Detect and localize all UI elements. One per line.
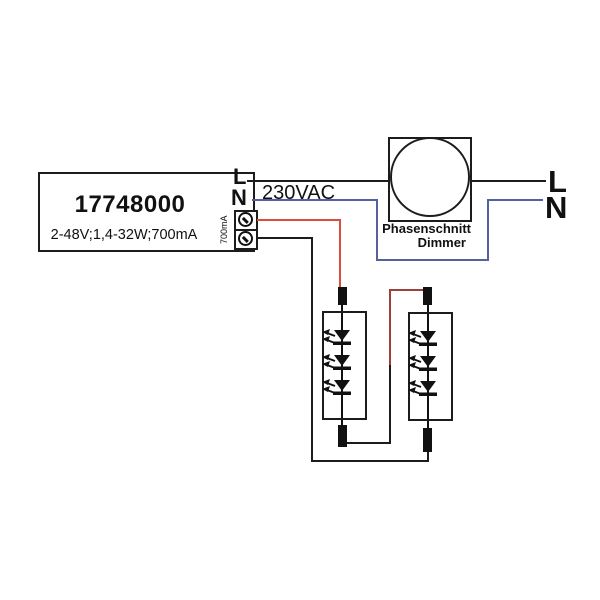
led-icon [408, 355, 437, 371]
driver-output-current-label: 700mA [219, 215, 229, 245]
wire-secondary-plus-v [339, 219, 341, 287]
connector-pin [423, 287, 432, 305]
led-module-2-box [408, 312, 453, 421]
wire-neutral-segment-5 [487, 199, 543, 201]
driver-specs-text: 2-48V;1,4-32W;700mA [50, 227, 198, 243]
screw-terminal-minus-icon [238, 231, 253, 246]
led-icon [322, 379, 351, 395]
driver-terminal-n-label: N [231, 185, 247, 210]
wire-secondary-minus-h1 [257, 237, 313, 239]
connector-pin [338, 287, 347, 305]
wire-neutral-segment-2 [376, 199, 378, 261]
terminal-divider [236, 229, 256, 231]
mains-l-label: L [548, 164, 567, 199]
dimmer-knob-icon [390, 137, 470, 217]
wire-live-driver-to-dimmer [247, 180, 389, 182]
wire-neutral-segment-3 [376, 259, 489, 261]
mains-voltage-label: 230VAC [262, 182, 336, 204]
led-module-1-box [322, 311, 367, 420]
wire-secondary-minus-v [311, 237, 313, 462]
wire-secondary-minus-stub [427, 450, 429, 462]
wire-series-link-h-top [389, 289, 424, 291]
led-icon [322, 354, 351, 370]
driver-terminal-l-label: L [233, 164, 247, 189]
wire-series-link-v-black [389, 365, 391, 444]
mains-n-label: N [545, 190, 568, 225]
led-icon [408, 380, 437, 396]
connector-pin [423, 428, 432, 452]
wire-neutral-segment-1 [252, 199, 378, 201]
dimmer-label-line2: Dimmer [417, 235, 466, 250]
dimmer-label-line1: Phasenschnitt [382, 221, 471, 236]
wire-secondary-plus-h [257, 219, 341, 221]
wire-live-dimmer-to-mains [470, 180, 546, 182]
led-icon [408, 330, 437, 346]
screw-terminal-plus-icon [238, 212, 253, 227]
wire-secondary-minus-h2 [311, 460, 429, 462]
connector-pin [338, 425, 347, 447]
led-icon [322, 329, 351, 345]
driver-model-number: 17748000 [74, 191, 186, 218]
led-driver-box [38, 172, 255, 252]
wire-series-link-v-red [389, 289, 391, 365]
wire-neutral-segment-4 [487, 199, 489, 261]
wire-series-link-h-bottom [346, 442, 391, 444]
